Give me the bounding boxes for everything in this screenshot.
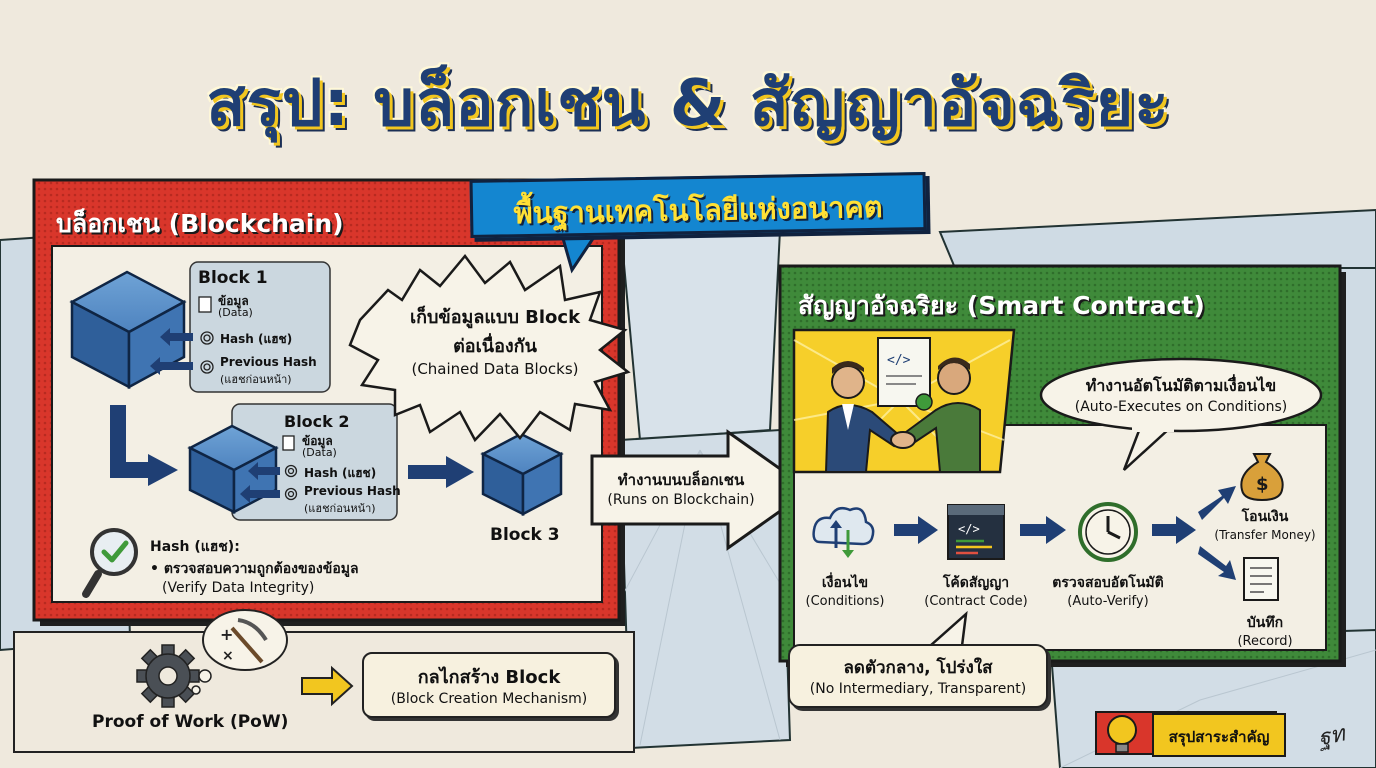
- block2-data-en: (Data): [302, 446, 337, 459]
- burst-line2: ต่อเนื่องกัน: [453, 336, 537, 357]
- output-record-en: (Record): [1237, 634, 1293, 649]
- mechanism-line1: กลไกสร้าง Block: [417, 667, 561, 688]
- benefit-line2: (No Intermediary, Transparent): [809, 681, 1027, 697]
- block1-cube: [69, 270, 187, 390]
- runs-on-text: ทำงานบนบล็อกเชน (Runs on Blockchain): [596, 468, 766, 508]
- svg-text:</>: </>: [887, 353, 911, 368]
- hash-note-title: Hash (แฮช):: [150, 539, 240, 555]
- clock-icon-art: [1078, 502, 1138, 562]
- block2-name: Block 2: [284, 412, 350, 431]
- mechanism-line2: (Block Creation Mechanism): [390, 691, 588, 707]
- step-conditions: เงื่อนไข (Conditions): [790, 572, 900, 609]
- handshake-panel: </>: [792, 328, 1016, 474]
- burst-bubble: [348, 253, 631, 443]
- output-transfer-en: (Transfer Money): [1214, 528, 1316, 542]
- step-conditions-th: เงื่อนไข: [821, 575, 869, 591]
- step-conditions-en: (Conditions): [805, 594, 885, 609]
- block2-prev-hash: Previous Hash: [304, 484, 401, 498]
- code-window-icon-art: </>: [947, 504, 1005, 560]
- block3-name: Block 3: [490, 525, 560, 545]
- benefit-box: ลดตัวกลาง, โปร่งใส (No Intermediary, Tra…: [788, 644, 1048, 708]
- step-contract-code: โค้ดสัญญา (Contract Code): [916, 572, 1036, 609]
- benefit-line1: ลดตัวกลาง, โปร่งใส: [843, 658, 993, 678]
- block1-name: Block 1: [198, 268, 268, 288]
- pow-arrow: [301, 665, 354, 707]
- block1-icons: [198, 296, 214, 374]
- burst-line1: เก็บข้อมูลแบบ Block: [409, 307, 581, 328]
- document-icon-art: [1243, 557, 1279, 601]
- block2-icons: [282, 435, 298, 501]
- blockchain-title: บล็อกเชน (Blockchain): [56, 209, 344, 238]
- money-bag-icon-art: $: [1240, 453, 1284, 502]
- block1-prev-hash: Previous Hash: [220, 355, 317, 369]
- gear-icon-art: [136, 644, 200, 708]
- step-auto-verify-en: (Auto-Verify): [1067, 594, 1149, 609]
- magnifier-icon-art: [82, 528, 138, 598]
- hash-note-bullet: ตรวจสอบความถูกต้องของข้อมูล: [163, 561, 359, 577]
- pow-label: Proof of Work (PoW): [92, 712, 289, 732]
- step-auto-verify-th: ตรวจสอบอัตโนมัติ: [1052, 575, 1164, 591]
- summary-badge: สรุปสาระสำคัญ: [1152, 713, 1286, 757]
- step-contract-code-en: (Contract Code): [924, 594, 1028, 609]
- auto-exec-text: ทำงานอัตโนมัติตามเงื่อนไข (Auto-Executes…: [1046, 374, 1316, 415]
- thought-cloud-art: + ×: [191, 609, 288, 695]
- block1-prev-hash-th: (แฮชก่อนหน้า): [220, 373, 292, 386]
- runs-on-line2: (Runs on Blockchain): [607, 492, 755, 508]
- auto-exec-line1: ทำงานอัตโนมัติตามเงื่อนไข: [1085, 376, 1277, 395]
- step-contract-code-th: โค้ดสัญญา: [942, 575, 1010, 591]
- block3-cube: [480, 432, 564, 517]
- block1-hash: Hash (แฮช): [220, 332, 293, 346]
- hash-note-en: (Verify Data Integrity): [162, 580, 315, 596]
- auto-exec-bubble: [1039, 357, 1323, 471]
- mechanism-box: กลไกสร้าง Block (Block Creation Mechanis…: [362, 652, 616, 718]
- svg-text:$: $: [1256, 474, 1269, 495]
- smart-contract-title: สัญญาอัจฉริยะ (Smart Contract): [798, 291, 1205, 320]
- output-transfer-th: โอนเงิน: [1241, 509, 1289, 525]
- block1-arrows: [150, 328, 193, 375]
- block2-prev-hash-th: (แฮชก่อนหน้า): [304, 502, 376, 515]
- chain-arrow-1: [110, 405, 150, 478]
- page-title: สรุป: บล็อกเชน & สัญญาอัจฉริยะ: [206, 67, 1170, 141]
- hash-note: Hash (แฮช): • ตรวจสอบความถูกต้องของข้อมู…: [150, 536, 450, 596]
- block1-data-en: (Data): [218, 306, 253, 319]
- auto-exec-line2: (Auto-Executes on Conditions): [1074, 399, 1288, 415]
- tagline-text: พื้นฐานเทคโนโลยีแห่งอนาคต: [513, 189, 883, 231]
- runs-on-line1: ทำงานบนบล็อกเชน: [617, 471, 745, 489]
- output-record: บันทึก (Record): [1210, 612, 1320, 649]
- svg-text:×: ×: [222, 648, 234, 664]
- step-auto-verify: ตรวจสอบอัตโนมัติ (Auto-Verify): [1040, 572, 1176, 609]
- block2-arrows: [240, 462, 280, 503]
- tagline-banner: พื้นฐานเทคโนโลยีแห่งอนาคต: [469, 172, 927, 238]
- burst-text: เก็บข้อมูลแบบ Block ต่อเนื่องกัน (Chaine…: [390, 302, 600, 378]
- summary-badge-text: สรุปสาระสำคัญ: [1168, 728, 1270, 746]
- output-record-th: บันทึก: [1246, 615, 1284, 631]
- cloud-sync-icon-art: [812, 507, 875, 558]
- block2-hash: Hash (แฮช): [304, 466, 377, 480]
- burst-line3: (Chained Data Blocks): [411, 360, 579, 378]
- block2-data: ข้อมูล: [302, 434, 333, 448]
- block1-data: ข้อมูล: [218, 294, 249, 308]
- runs-on-arrow: [590, 429, 813, 551]
- svg-text:</>: </>: [958, 522, 980, 536]
- output-transfer: โอนเงิน (Transfer Money): [1200, 506, 1330, 542]
- flow-arrows: [894, 486, 1236, 580]
- svg-text:+: +: [220, 625, 233, 644]
